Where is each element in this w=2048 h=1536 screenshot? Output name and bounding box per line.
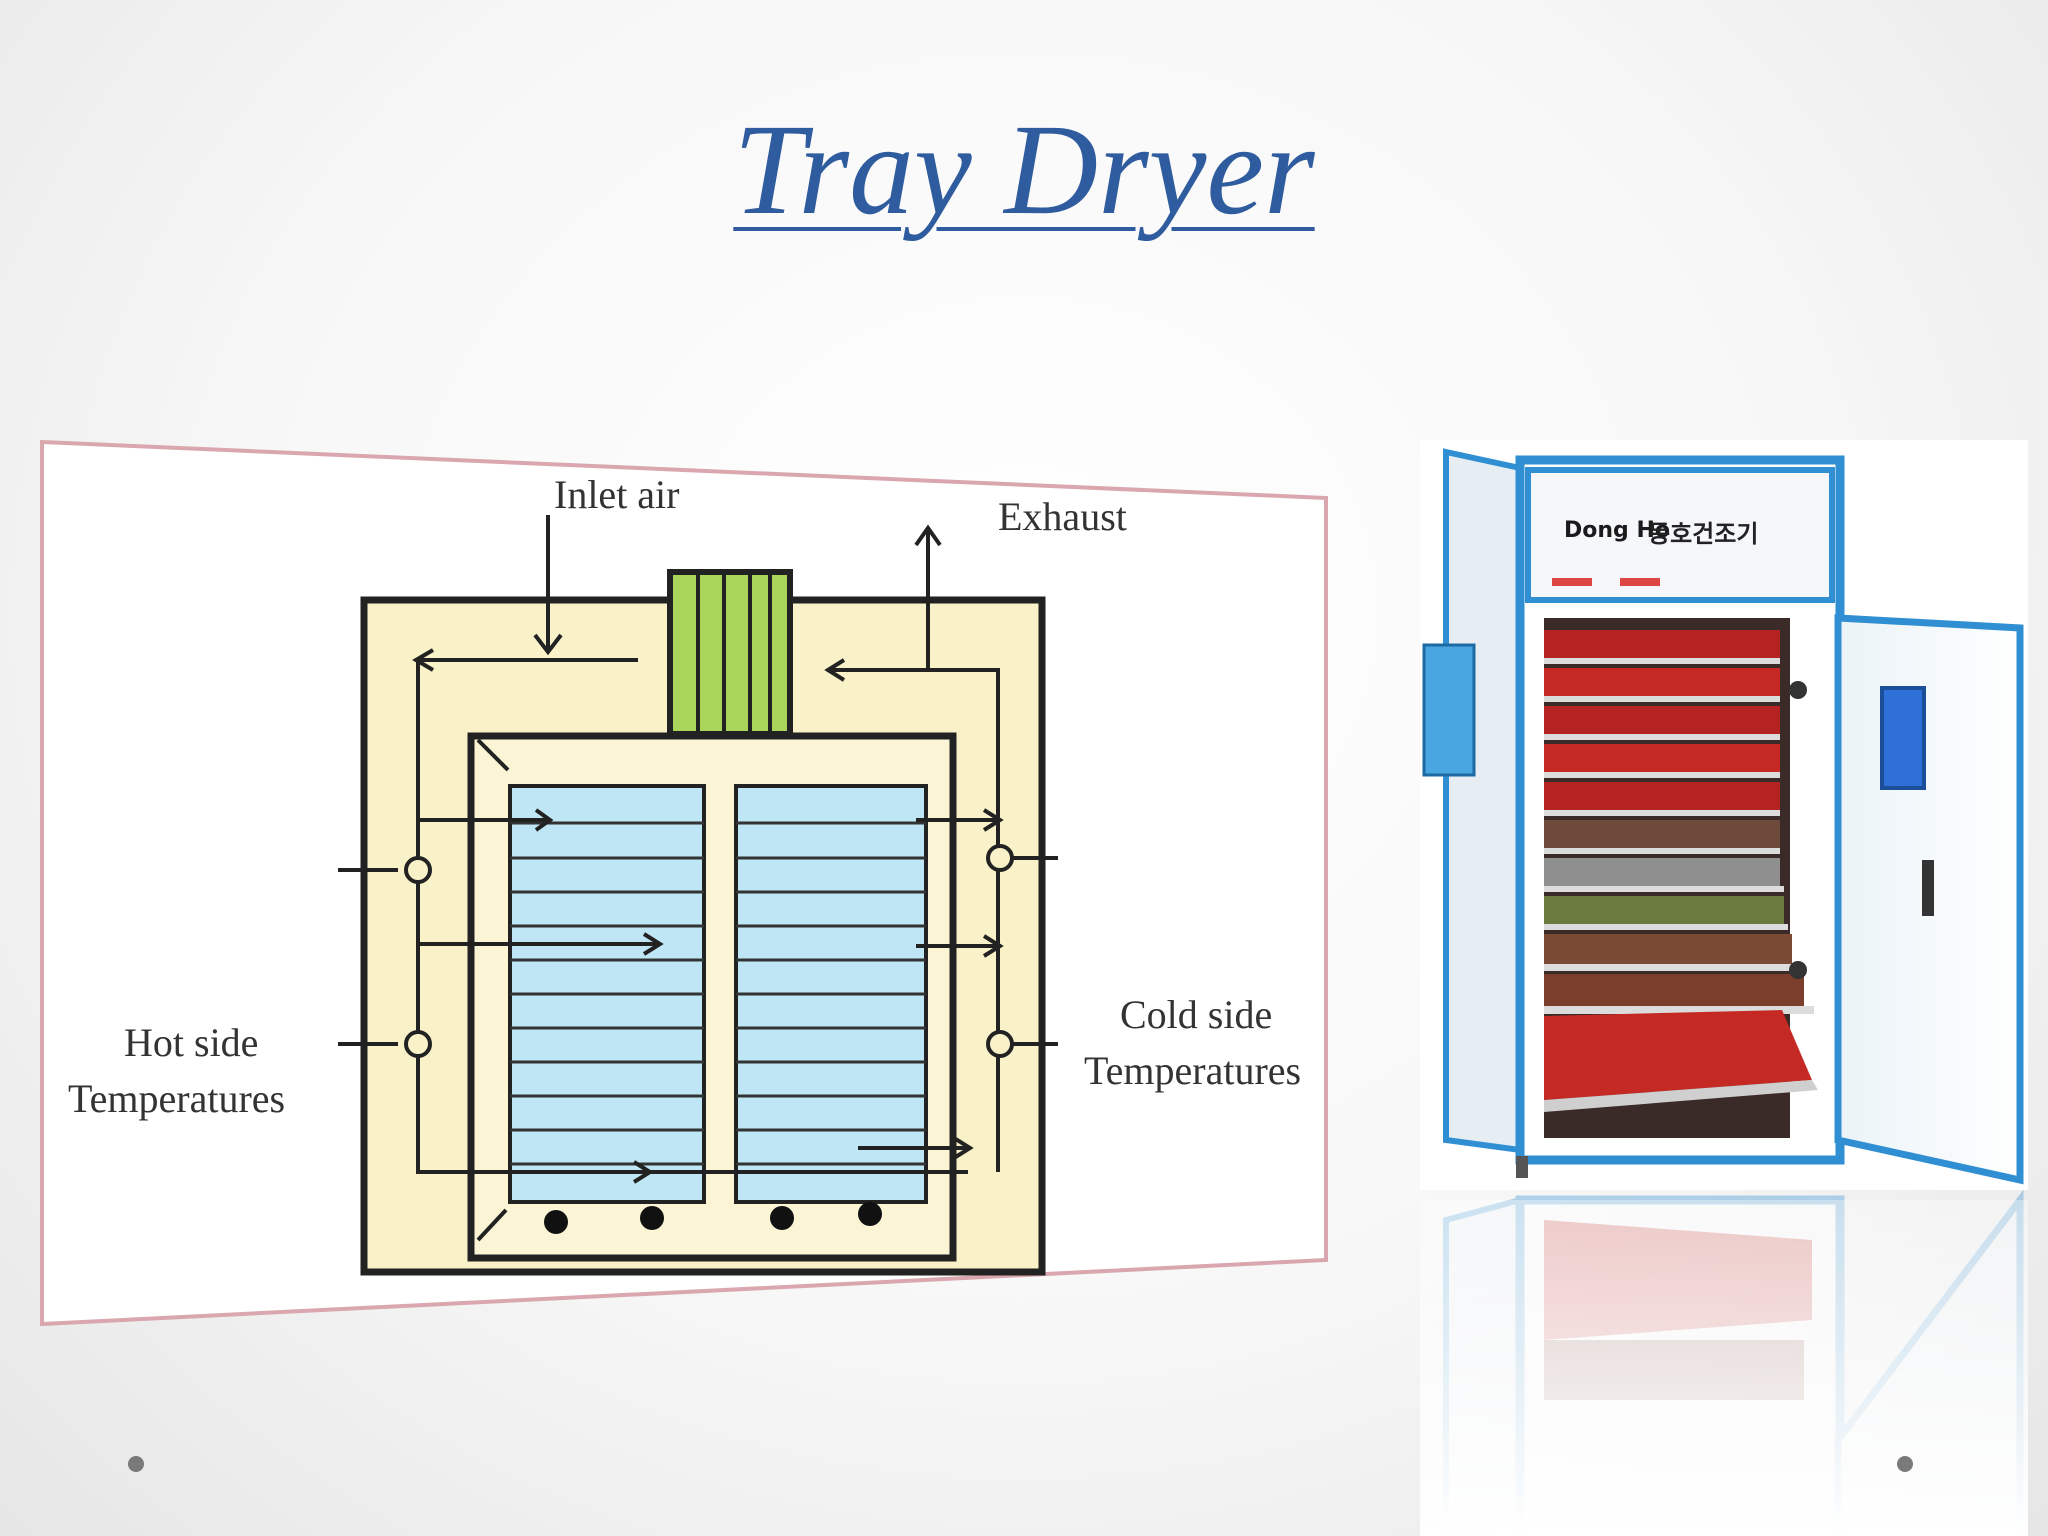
slide-title: Tray Dryer xyxy=(733,98,1315,242)
tray-stack-left xyxy=(508,784,706,1204)
schematic-drawing xyxy=(40,440,1328,1327)
control-box xyxy=(1422,643,1476,777)
food-trays xyxy=(1544,630,1818,1112)
brand-logo: Dong Ho xyxy=(1564,518,1670,543)
slide-bullet-right xyxy=(1897,1456,1913,1472)
airflow-arrows xyxy=(412,515,1004,1242)
cold-side-label-line1: Cold side xyxy=(1120,992,1273,1037)
slide-bullet-left xyxy=(128,1456,144,1472)
exhaust-label: Exhaust xyxy=(998,494,1127,539)
dryer-cabinet-illustration xyxy=(1420,440,2028,1536)
tray-dryer-schematic: Inlet air Exhaust Hot side Temperatures … xyxy=(38,440,1328,1330)
trolley-wheels xyxy=(544,1202,882,1234)
door-handle xyxy=(1922,860,1934,916)
temperature-sensors xyxy=(338,844,1058,1058)
tray-stack-right xyxy=(734,784,928,1204)
hot-side-label-line2: Temperatures xyxy=(68,1076,286,1121)
inlet-air-label: Inlet air xyxy=(554,472,680,517)
hot-side-label-line1: Hot side xyxy=(124,1020,259,1065)
cold-side-label-line2: Temperatures xyxy=(1084,1048,1302,1093)
brand-name: 동호건조기 xyxy=(1648,520,1759,548)
tray-dryer-photo: Dong Ho 동호건조기 xyxy=(1420,440,2028,1536)
door-window xyxy=(1880,686,1926,790)
